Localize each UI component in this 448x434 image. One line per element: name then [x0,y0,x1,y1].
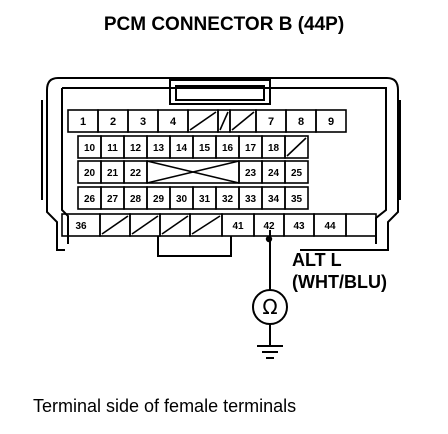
empty-terminal-slash [161,215,189,235]
terminal-3: 3 [140,116,146,128]
terminal-cell [284,186,309,210]
terminal-10: 10 [84,143,96,154]
terminal-24: 24 [268,168,280,179]
signal-name: ALT L [292,250,342,270]
empty-terminal-slash [189,111,217,131]
terminal-18: 18 [268,143,280,154]
terminal-15: 15 [199,143,211,154]
terminal-9: 9 [328,116,334,128]
terminal-31: 31 [199,194,211,205]
empty-terminal-slash [231,111,255,131]
terminal-cell-edge [345,213,377,237]
terminal-42: 42 [263,221,275,232]
terminal-14: 14 [176,143,188,154]
empty-terminal-slash [131,215,159,235]
ohmmeter-symbol: Ω [262,295,277,319]
terminal-43: 43 [293,221,305,232]
terminal-44: 44 [324,221,336,232]
connector-housing-inner [61,87,387,244]
lock-tab-inner [175,85,265,101]
bottom-key [157,236,232,257]
lock-tab [169,79,271,105]
terminal-21: 21 [107,168,119,179]
terminal-25: 25 [291,168,303,179]
terminal-11: 11 [107,143,118,154]
terminal-28: 28 [130,194,142,205]
terminal-33: 33 [245,194,257,205]
empty-terminal-slash [286,137,307,157]
terminal-12: 12 [130,143,142,154]
terminal-41: 41 [232,221,244,232]
terminal-grid [61,109,377,243]
terminal-17: 17 [245,143,257,154]
terminal-36: 36 [75,221,87,232]
terminal-22: 22 [130,168,142,179]
terminal-32: 32 [222,194,234,205]
terminal-2: 2 [110,116,116,128]
empty-terminal-slash [101,215,129,235]
terminal-cell [284,160,309,184]
terminal-26: 26 [84,194,96,205]
terminal-7: 7 [268,116,274,128]
terminal-20: 20 [84,168,96,179]
terminal-34: 34 [268,194,280,205]
terminal-13: 13 [153,143,165,154]
terminal-30: 30 [176,194,188,205]
terminal-4: 4 [170,116,177,128]
blank-cross-2 [146,160,240,184]
wire-color: (WHT/BLU) [292,272,387,292]
terminal-23: 23 [245,168,257,179]
terminal-16: 16 [222,143,234,154]
terminal-29: 29 [153,194,165,205]
terminal-cell [315,109,347,133]
connector-housing-outline [46,77,399,251]
diagram-title: PCM CONNECTOR B (44P) [103,14,345,35]
empty-terminal-slash [219,111,229,131]
empty-terminal-slash [191,215,221,235]
terminal-35: 35 [291,194,303,205]
terminal-1: 1 [80,116,86,128]
terminal-27: 27 [107,194,119,205]
diagram-caption: Terminal side of female terminals [33,396,297,416]
terminal-8: 8 [298,116,304,128]
terminal-cell [284,135,309,159]
